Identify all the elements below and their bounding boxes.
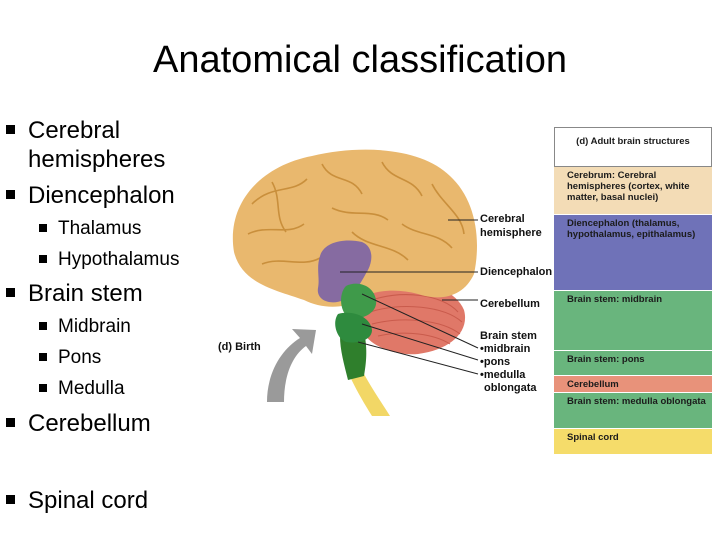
birth-label: (d) Birth: [218, 341, 261, 353]
brain-illustration: (d) Birth Cerebral hemisphere: [218, 149, 552, 416]
table-row-pons: Brain stem: pons: [554, 351, 712, 376]
label-hemisphere: hemisphere: [480, 227, 542, 239]
bullet-cerebral-hemispheres: Cerebral hemispheres: [6, 116, 226, 174]
bullet-medulla: Medulla: [6, 377, 226, 400]
bullet-spinal-cord: Spinal cord: [6, 486, 226, 515]
label-cerebellum: Cerebellum: [480, 298, 540, 310]
table-title: (d) Adult brain structures: [554, 127, 712, 167]
label-brain-stem: Brain stem: [480, 330, 537, 342]
table-row-cerebellum: Cerebellum: [554, 376, 712, 393]
bullet-thalamus: Thalamus: [6, 217, 226, 240]
spinal-cord: [348, 370, 390, 416]
bullet-list: Cerebral hemispheres Diencephalon Thalam…: [6, 116, 226, 515]
table-row-medulla: Brain stem: medulla oblongata: [554, 393, 712, 429]
label-diencephalon: Diencephalon: [480, 266, 552, 278]
bullet-brain-stem: Brain stem: [6, 279, 226, 308]
label-midbrain: •midbrain: [480, 343, 531, 355]
label-pons: •pons: [480, 356, 510, 368]
medulla: [340, 332, 367, 380]
birth-arrow: [267, 329, 316, 402]
table-row-cerebrum: Cerebrum: Cerebral hemispheres (cortex, …: [554, 167, 712, 215]
slide-title: Anatomical classification: [153, 39, 567, 81]
adult-brain-structures-table: (d) Adult brain structures Cerebrum: Cer…: [554, 127, 712, 455]
bullet-hypothalamus: Hypothalamus: [6, 248, 226, 271]
bullet-midbrain: Midbrain: [6, 315, 226, 338]
bullet-cerebellum: Cerebellum: [6, 409, 226, 438]
diencephalon: [317, 240, 372, 303]
pons: [335, 312, 372, 343]
table-row-diencephalon: Diencephalon (thalamus, hypothalamus, ep…: [554, 215, 712, 291]
bullet-pons: Pons: [6, 346, 226, 369]
table-row-spinal-cord: Spinal cord: [554, 429, 712, 455]
label-cerebral: Cerebral: [480, 213, 525, 225]
label-medulla: •medulla: [480, 369, 526, 381]
bullet-diencephalon: Diencephalon: [6, 181, 226, 210]
cerebrum: [232, 149, 477, 307]
label-oblongata: oblongata: [484, 382, 537, 394]
midbrain: [341, 283, 377, 319]
table-row-midbrain: Brain stem: midbrain: [554, 291, 712, 351]
